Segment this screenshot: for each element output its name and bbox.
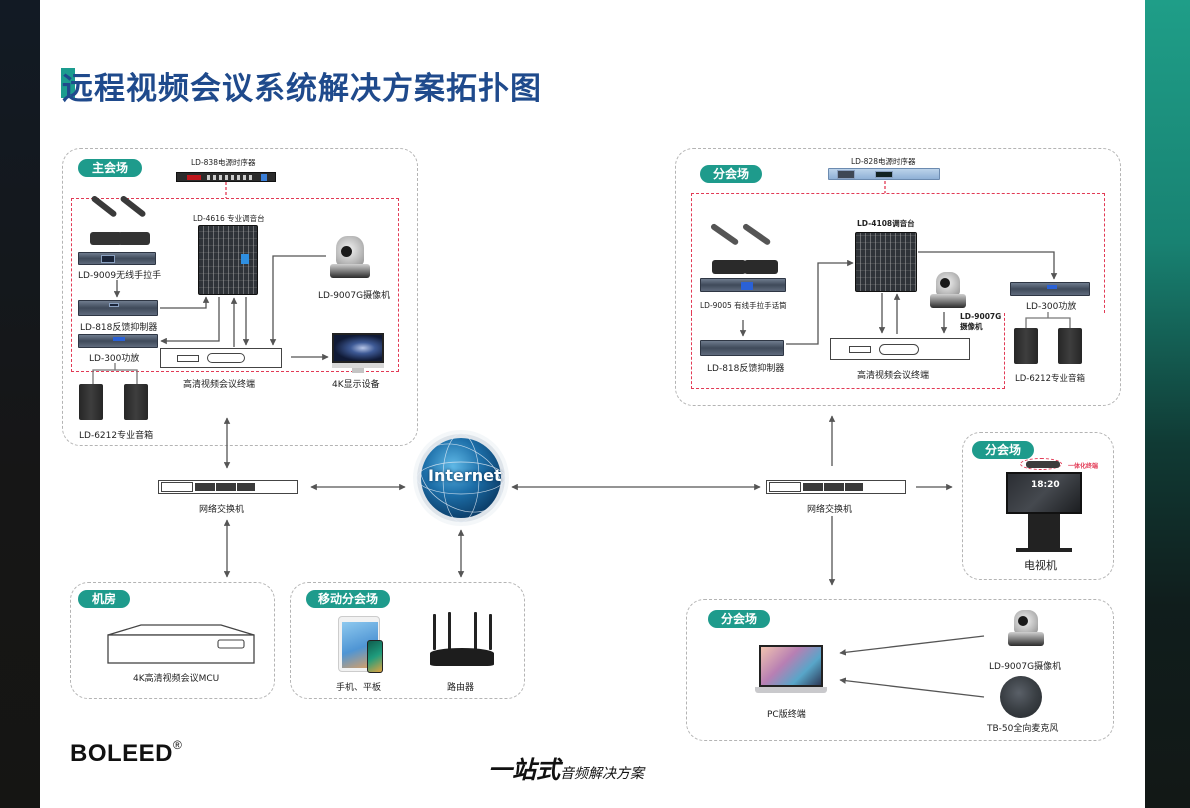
tv-terminal-highlight [1020, 458, 1062, 470]
branch-venue-rack-zone [691, 193, 1105, 313]
branch-camera-icon [928, 272, 968, 310]
main-wireless-receiver-icon [78, 252, 156, 265]
main-camera-icon [328, 236, 372, 282]
branch-power-sequencer-label: LD-828电源时序器 [851, 157, 916, 166]
right-switch-label: 网络交换机 [807, 505, 853, 515]
pc-camera-icon [1006, 610, 1046, 648]
right-network-switch-icon[interactable] [766, 480, 906, 494]
main-amplifier-label: LD-300功放 [89, 354, 140, 364]
machine-room-badge: 机房 [78, 590, 130, 608]
branch-camera-label-1: LD-9007G [960, 312, 1002, 321]
slogan-big: 一站式 [488, 755, 560, 784]
footer-slogan: 一站式音频解决方案 [488, 750, 644, 785]
main-power-sequencer-label: LD-838电源时序器 [191, 158, 256, 167]
brand-name: BOLEED [70, 740, 174, 767]
branch-power-sequencer-icon [828, 168, 940, 180]
machine-room-zone [70, 582, 275, 699]
main-wireless-mic-label: LD-9009无线手拉手 [78, 271, 162, 281]
branch-venue-rack-zone-lower [691, 313, 1005, 389]
branch-amplifier-label: LD-300功放 [1026, 302, 1077, 312]
branch-mic-host-icon [700, 278, 786, 292]
branch-mixer-label: LD-4108调音台 [857, 219, 915, 228]
branch-speakers-label: LD-6212专业音箱 [1015, 374, 1085, 384]
branch-venue-zone [675, 148, 1121, 406]
mobile-venue-badge: 移动分会场 [306, 590, 390, 608]
branch-amplifier-icon [1010, 282, 1090, 296]
title-accent-bar [61, 68, 75, 98]
router-label: 路由器 [447, 683, 475, 693]
main-speakers-label: LD-6212专业音箱 [79, 431, 154, 441]
branch-terminal-label: 高清视频会议终端 [857, 371, 930, 381]
main-4k-display-icon [332, 333, 384, 375]
mcu-label: 4K高清视频会议MCU [133, 674, 220, 684]
branch-speaker-left-icon [1014, 328, 1038, 364]
laptop-icon [755, 645, 827, 695]
pc-terminal-label: PC版终端 [767, 710, 806, 720]
tv-terminal-note: 一体化终端 [1068, 463, 1099, 470]
main-mixer-icon [198, 225, 258, 295]
pc-venue-zone [686, 599, 1114, 741]
main-camera-label: LD-9007G摄像机 [318, 291, 391, 301]
tv-clock: 18:20 [1031, 480, 1060, 490]
omni-mic-label: TB-50全向麦克风 [987, 724, 1059, 734]
brand-logo: BOLEED® [70, 738, 183, 768]
branch-feedback-suppressor-icon [700, 340, 784, 356]
main-speaker-right-icon [124, 384, 148, 420]
pc-camera-label: LD-9007G摄像机 [989, 662, 1062, 672]
main-power-sequencer-icon [176, 172, 276, 182]
tv-venue-badge: 分会场 [972, 441, 1034, 459]
pc-venue-badge: 分会场 [708, 610, 770, 628]
branch-mixer-icon [855, 232, 917, 292]
branch-camera-label-2: 摄像机 [960, 322, 983, 331]
branch-venue-badge: 分会场 [700, 165, 762, 183]
main-conference-terminal-icon [160, 348, 282, 368]
main-venue-rack-zone [71, 198, 399, 372]
router-icon [430, 612, 494, 668]
page-title: 远程视频会议系统解决方案拓扑图 [62, 71, 542, 107]
branch-conference-terminal-icon [830, 338, 970, 360]
branch-speaker-right-icon [1058, 328, 1082, 364]
main-venue-badge: 主会场 [78, 159, 142, 177]
omni-mic-icon [1000, 676, 1042, 718]
phone-icon [367, 640, 383, 673]
main-mixer-label: LD-4616 专业调音台 [193, 214, 265, 223]
internet-label: Internet [428, 466, 502, 485]
tv-venue-zone [962, 432, 1114, 580]
main-amplifier-icon [78, 334, 158, 348]
main-feedback-suppressor-label: LD-818反馈抑制器 [80, 323, 158, 333]
left-switch-label: 网络交换机 [199, 505, 245, 515]
main-venue-zone [62, 148, 418, 446]
background-right [1145, 0, 1190, 808]
page-canvas [40, 0, 1145, 808]
left-network-switch-icon[interactable] [158, 480, 298, 494]
branch-feedback-suppressor-label: LD-818反馈抑制器 [707, 364, 785, 374]
tv-label: 电视机 [1024, 559, 1057, 572]
internet-globe-icon [421, 438, 501, 518]
main-display-label: 4K显示设备 [332, 380, 380, 390]
slogan-small: 音频解决方案 [560, 766, 644, 782]
brand-registered-mark: ® [173, 738, 183, 752]
mobile-devices-label: 手机、平板 [336, 683, 382, 693]
mobile-venue-zone [290, 582, 525, 699]
branch-wired-mic-label: LD-9005 有线手拉手话筒 [700, 301, 787, 310]
main-terminal-label: 高清视频会议终端 [183, 380, 256, 390]
background-left [0, 0, 40, 808]
main-feedback-suppressor-icon [78, 300, 158, 316]
main-speaker-left-icon [79, 384, 103, 420]
tv-cart-icon [1006, 458, 1082, 558]
